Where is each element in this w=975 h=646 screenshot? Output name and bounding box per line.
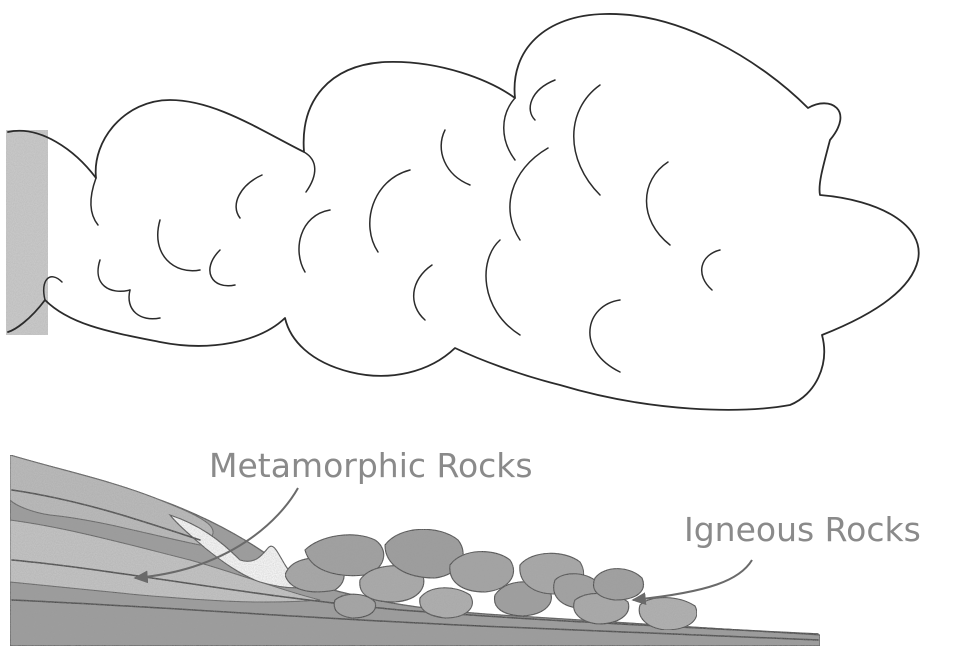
- arrow-igneous: [633, 560, 752, 600]
- cloud-outline: [8, 14, 919, 410]
- label-metamorphic-text: Metamorphic Rocks: [209, 446, 533, 485]
- cloud: [6, 14, 919, 410]
- cloud-billow-arcs: [44, 80, 720, 372]
- label-igneous: Igneous Rocks: [633, 510, 921, 600]
- label-igneous-text: Igneous Rocks: [684, 510, 921, 549]
